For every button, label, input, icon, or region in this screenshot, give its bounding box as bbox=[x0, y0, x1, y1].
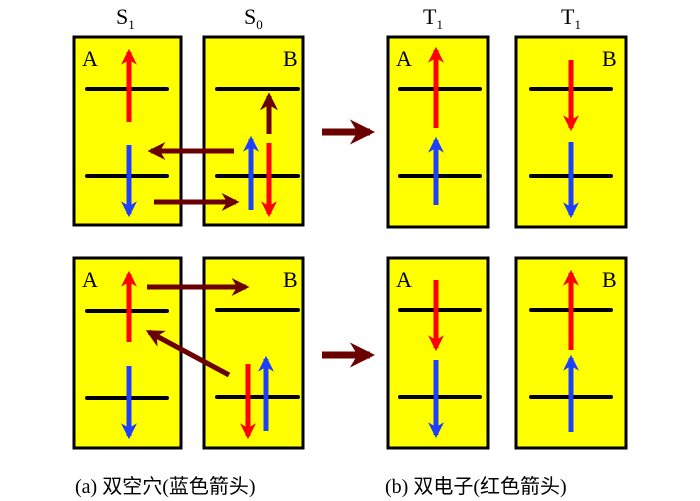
box-b bbox=[202, 256, 305, 450]
site-label-b: B bbox=[602, 46, 617, 71]
site-label-b: B bbox=[602, 267, 617, 292]
caption-b: (b) 双电子(红色箭头) bbox=[385, 475, 567, 498]
bottom-row: A B A B bbox=[72, 256, 628, 450]
site-label-a: A bbox=[396, 267, 412, 292]
transfer-arrow-diagonal bbox=[145, 329, 231, 378]
header-t1-a: T1 bbox=[423, 4, 443, 32]
header-s0: S0 bbox=[244, 4, 263, 32]
site-label-a: A bbox=[396, 46, 412, 71]
site-label-b: B bbox=[283, 46, 298, 71]
site-label-b: B bbox=[283, 267, 298, 292]
caption-a: (a) 双空穴(蓝色箭头) bbox=[75, 475, 256, 498]
top-row: A B A B bbox=[72, 35, 628, 229]
header-s1: S1 bbox=[116, 4, 135, 32]
header-t1-b: T1 bbox=[561, 4, 581, 32]
site-label-a: A bbox=[82, 267, 98, 292]
site-label-a: A bbox=[82, 46, 98, 71]
